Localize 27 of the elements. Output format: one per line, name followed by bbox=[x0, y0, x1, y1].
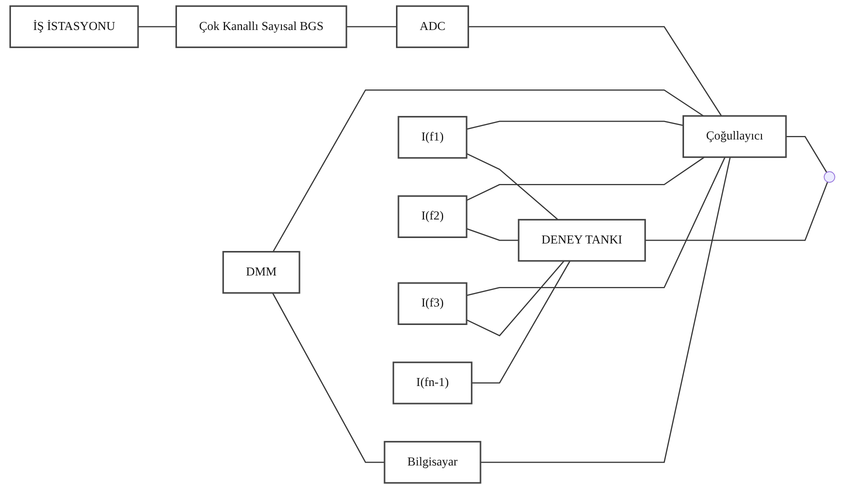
connector bbox=[480, 157, 731, 463]
connector bbox=[138, 26, 176, 28]
connector bbox=[272, 292, 385, 463]
connector bbox=[468, 26, 722, 116]
node-box: Bilgisayar bbox=[384, 440, 482, 484]
connector bbox=[466, 156, 726, 296]
node-ground bbox=[824, 171, 836, 183]
connector bbox=[466, 120, 684, 130]
connector bbox=[466, 260, 565, 336]
connector bbox=[272, 89, 704, 252]
node-box: I(f3) bbox=[398, 282, 468, 325]
node-box: I(fn-1) bbox=[392, 362, 472, 404]
connector bbox=[466, 153, 558, 220]
node-box: I(f2) bbox=[398, 195, 468, 238]
node-box: I(f1) bbox=[398, 116, 468, 159]
node-box: ADC bbox=[396, 5, 470, 48]
node-box: Çok Kanallı Sayısal BGS bbox=[175, 5, 348, 48]
connector bbox=[645, 182, 828, 241]
node-box: DENEY TANKI bbox=[518, 218, 646, 262]
connector bbox=[466, 156, 705, 201]
connector bbox=[466, 228, 519, 241]
connector bbox=[786, 136, 828, 173]
node-box: Çoğullayıcı bbox=[682, 115, 787, 158]
connector bbox=[472, 260, 570, 384]
node-box: DMM bbox=[222, 250, 300, 294]
node-box: İŞ İSTASYONU bbox=[9, 5, 139, 48]
connector bbox=[346, 26, 397, 28]
